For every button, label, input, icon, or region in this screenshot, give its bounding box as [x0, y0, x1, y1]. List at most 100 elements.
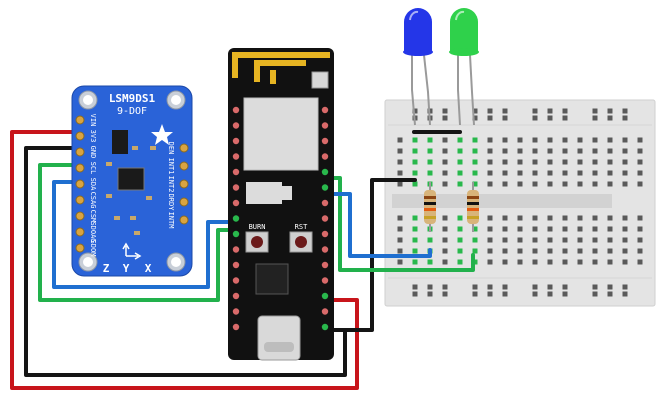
green-led-wire — [328, 176, 475, 272]
breadboard-hole — [607, 226, 613, 232]
mcu-header-pin — [321, 246, 329, 253]
breadboard-hole — [442, 284, 448, 290]
usb-c-port-inner — [264, 342, 294, 352]
breadboard-hole — [532, 291, 538, 297]
breadboard-hole — [547, 159, 553, 165]
breadboard-hole — [442, 159, 448, 165]
breadboard-hole — [547, 181, 553, 187]
mcu-header-pin — [232, 308, 240, 315]
breadboard-hole — [412, 248, 418, 254]
breadboard-hole — [577, 170, 583, 176]
breadboard-hole — [532, 259, 538, 265]
mcu-header-pin — [321, 261, 329, 269]
mcu-header-pin — [232, 246, 240, 253]
breadboard-hole — [502, 148, 508, 154]
breadboard-hole — [637, 237, 643, 243]
breadboard-hole — [592, 259, 598, 265]
breadboard-hole — [397, 215, 403, 221]
breadboard-hole — [397, 148, 403, 154]
breadboard-hole — [607, 284, 613, 290]
regulator-tab — [282, 186, 292, 200]
breadboard-hole — [397, 137, 403, 143]
mcu-header-pin — [232, 292, 240, 300]
sensor-pin — [179, 179, 189, 189]
sensor-pin — [75, 211, 85, 221]
sensor-pin — [75, 243, 85, 253]
breadboard-hole — [607, 181, 613, 187]
breadboard-hole — [547, 237, 553, 243]
breadboard-hole — [562, 248, 568, 254]
breadboard-hole — [622, 215, 628, 221]
breadboard-hole — [487, 181, 493, 187]
breadboard-hole — [487, 108, 493, 114]
sda-wire — [52, 180, 238, 289]
breadboard-hole — [487, 115, 493, 121]
breadboard-hole — [502, 159, 508, 165]
axis-label-y: Y — [123, 262, 130, 275]
mounting-holes — [78, 90, 186, 272]
power-wire — [10, 130, 359, 390]
mcu-header-pin — [232, 199, 240, 207]
breadboard-hole — [622, 108, 628, 114]
regulator — [246, 182, 282, 204]
mcu-header-pin — [321, 122, 329, 129]
breadboard-hole — [577, 226, 583, 232]
axis-label-z: Z — [103, 262, 110, 275]
sensor-pin — [75, 115, 85, 125]
breadboard-hole — [487, 148, 493, 154]
breadboard-hole — [442, 226, 448, 232]
breadboard-hole — [427, 237, 433, 243]
breadboard-hole — [472, 137, 478, 143]
breadboard-hole — [562, 291, 568, 297]
mcu-header-pin — [321, 308, 329, 315]
breadboard-hole — [442, 248, 448, 254]
breadboard-hole — [592, 159, 598, 165]
breadboard-hole — [502, 248, 508, 254]
rf-shield — [243, 97, 319, 171]
breadboard-hole — [412, 226, 418, 232]
mcu-header-pin — [232, 137, 240, 145]
breadboard-hole — [442, 237, 448, 243]
breadboard-hole — [637, 248, 643, 254]
breadboard-hole — [427, 159, 433, 165]
mcu-header-pin — [321, 215, 329, 222]
breadboard-hole — [577, 159, 583, 165]
mcu-header-pin — [232, 277, 240, 284]
breadboard-hole — [592, 237, 598, 243]
mcu-header-pin — [232, 106, 240, 114]
breadboard-hole — [517, 248, 523, 254]
breadboard-hole — [412, 108, 418, 114]
breadboard-hole — [487, 159, 493, 165]
breadboard-hole — [607, 137, 613, 143]
mcu-header-pin — [232, 184, 240, 191]
breadboard-hole — [472, 291, 478, 297]
sensor-pin-label: INT1 — [167, 158, 175, 175]
sensor-pin — [179, 143, 189, 153]
breadboard-hole — [442, 137, 448, 143]
breadboard-hole — [517, 159, 523, 165]
breadboard-hole — [547, 248, 553, 254]
breadboard-hole — [457, 159, 463, 165]
breadboard-hole — [562, 108, 568, 114]
breadboard-hole — [532, 237, 538, 243]
mcu-header-pin — [321, 292, 329, 300]
sensor-pin-label: INTM — [167, 212, 175, 229]
imu-chip — [117, 167, 145, 191]
breadboard-hole — [412, 159, 418, 165]
breadboard-hole — [517, 237, 523, 243]
burn-button[interactable] — [245, 231, 269, 253]
breadboard-hole — [547, 115, 553, 121]
breadboard-hole — [397, 159, 403, 165]
breadboard-hole — [637, 259, 643, 265]
breadboard-hole — [577, 148, 583, 154]
breadboard-hole — [502, 291, 508, 297]
sensor-pin — [75, 131, 85, 141]
sensor-pin-label: DEN — [167, 142, 175, 155]
breadboard-hole — [637, 226, 643, 232]
mcu-header-pin — [321, 106, 329, 114]
breadboard-hole — [502, 237, 508, 243]
rst-button[interactable] — [289, 231, 313, 253]
breadboard-hole — [457, 181, 463, 187]
breadboard-hole — [577, 181, 583, 187]
